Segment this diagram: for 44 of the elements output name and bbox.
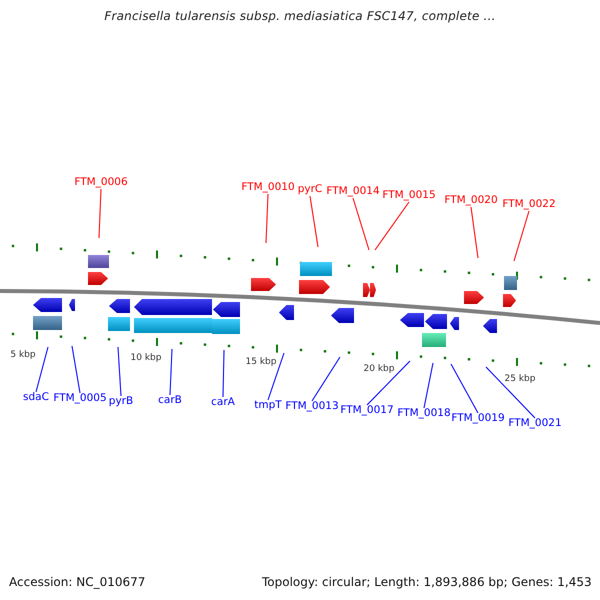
gene-label: carB <box>158 395 182 407</box>
footer-note: Accession: NC_010677 <box>9 575 146 589</box>
leader-line <box>266 194 268 244</box>
scale-label: 15 kbp <box>246 357 276 367</box>
gene-label: pyrB <box>108 396 134 408</box>
gene-label: pyrC <box>298 184 322 196</box>
gene-label: FTM_0014 <box>326 186 380 198</box>
scale-label: 10 kbp <box>130 353 162 363</box>
gene-label: FTM_0022 <box>502 199 556 211</box>
gene-label: FTM_0006 <box>74 177 128 189</box>
gene-label: FTM_0019 <box>451 413 505 425</box>
leader-line <box>312 356 340 402</box>
leader-line <box>486 366 536 418</box>
gene-label: FTM_0010 <box>241 182 295 194</box>
leader-line <box>36 346 48 392</box>
leader-line <box>450 364 478 414</box>
gene-label: carA <box>211 397 235 409</box>
leader-line <box>374 202 410 250</box>
leader-line <box>310 196 318 248</box>
leader-line <box>514 210 530 262</box>
footer-note: Topology: circular; Length: 1,893,886 bp; Genes: 1,453 <box>262 575 592 589</box>
leader-line <box>424 362 434 408</box>
gene-label: sdaC <box>23 392 49 404</box>
chart-title: Francisella tularensis subsp. mediasiatica FSC147, complete ... <box>103 9 497 23</box>
leader-line <box>366 360 410 406</box>
gene-label: FTM_0013 <box>285 401 339 413</box>
leader-line <box>222 350 224 398</box>
leader-line <box>72 346 80 394</box>
gene-label: FTM_0005 <box>53 393 107 405</box>
leader-line <box>352 198 370 250</box>
leader-line <box>470 206 478 258</box>
gene-label: FTM_0018 <box>397 408 451 420</box>
gene-label: FTM_0015 <box>382 190 436 202</box>
gene-label: FTM_0020 <box>444 195 498 207</box>
leader-line <box>170 348 172 396</box>
gene-label: FTM_0021 <box>508 418 562 430</box>
gene-label: FTM_0017 <box>340 405 394 417</box>
scale-label: 5 kbp <box>10 350 36 360</box>
scale-label: 20 kbp <box>364 364 394 374</box>
gene-label: tmpT <box>254 400 282 412</box>
scale-label: 25 kbp <box>504 374 536 384</box>
leader-line <box>98 188 102 238</box>
leader-line <box>268 352 284 400</box>
leader-line <box>118 346 122 396</box>
